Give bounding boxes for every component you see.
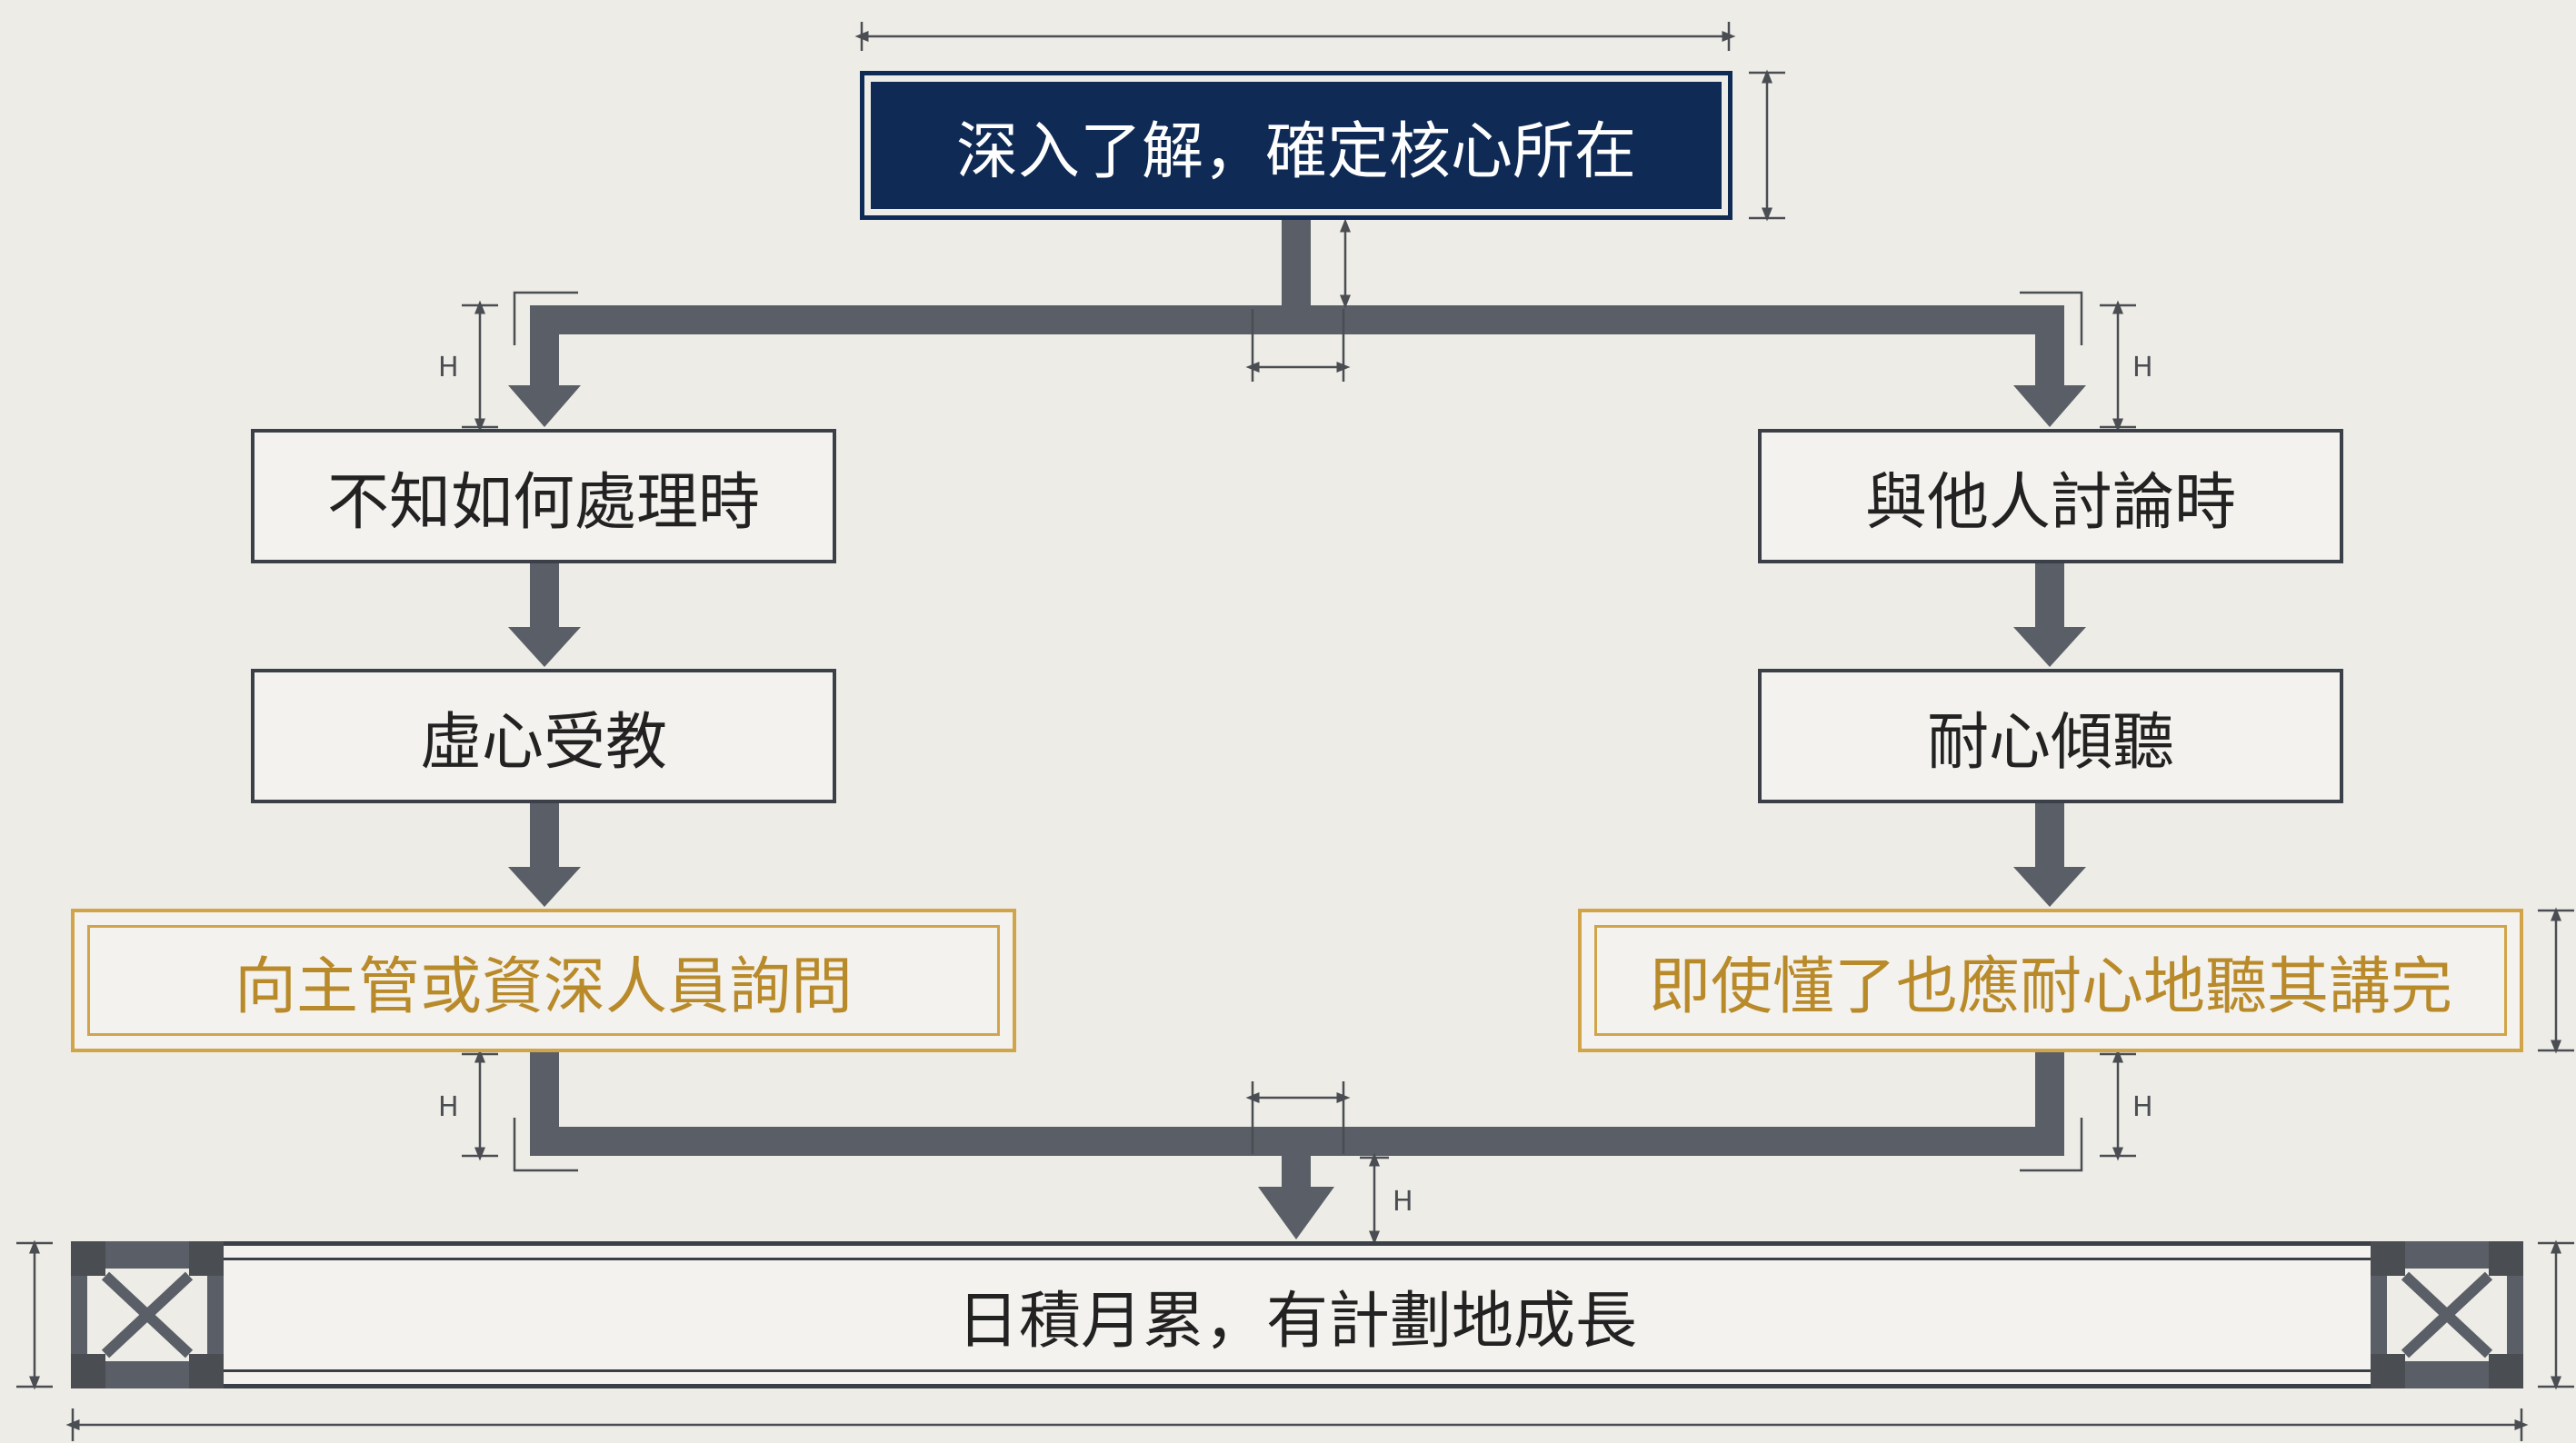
left-step-1-label: 不知如何處理時: [326, 466, 760, 539]
right-step-1-box: 與他人討論時: [1758, 429, 2343, 563]
right-column-connectors: [2013, 563, 2086, 907]
right-action-label: 即使懂了也應耐心地聽其講完: [1648, 950, 2452, 1023]
height-label: H: [438, 1091, 459, 1123]
left-action-box: 向主管或資深人員詢問: [71, 909, 1016, 1052]
height-label: H: [438, 352, 459, 383]
top-split-connector: [530, 220, 2064, 387]
height-label: H: [2132, 352, 2153, 383]
merge-connector: [530, 1052, 2064, 1239]
top-goal-label: 深入了解，確定核心所在: [955, 115, 1636, 188]
left-action-label: 向主管或資深人員詢問: [234, 950, 853, 1023]
arrow-down-left-1: [508, 385, 581, 427]
left-step-2-box: 虛心受教: [251, 669, 836, 803]
arrow-down-right-1: [2013, 385, 2086, 427]
dimension-lines: [16, 22, 2574, 1441]
cross-brace-right-icon: [2371, 1241, 2523, 1388]
height-label: H: [2132, 1091, 2153, 1123]
right-step-1-label: 與他人討論時: [1864, 466, 2236, 539]
left-step-1-box: 不知如何處理時: [251, 429, 836, 563]
bottom-result-box: 日積月累，有計劃地成長: [71, 1241, 2523, 1388]
right-step-2-label: 耐心傾聽: [1926, 706, 2174, 779]
left-step-2-label: 虛心受教: [419, 706, 667, 779]
right-step-2-box: 耐心傾聽: [1758, 669, 2343, 803]
right-action-box: 即使懂了也應耐心地聽其講完: [1578, 909, 2523, 1052]
top-goal-box: 深入了解，確定核心所在: [860, 71, 1732, 220]
cross-brace-left-icon: [71, 1241, 224, 1388]
bottom-result-label: 日積月累，有計劃地成長: [956, 1285, 1637, 1358]
height-label: H: [1393, 1186, 1413, 1218]
left-column-connectors: [508, 563, 581, 907]
